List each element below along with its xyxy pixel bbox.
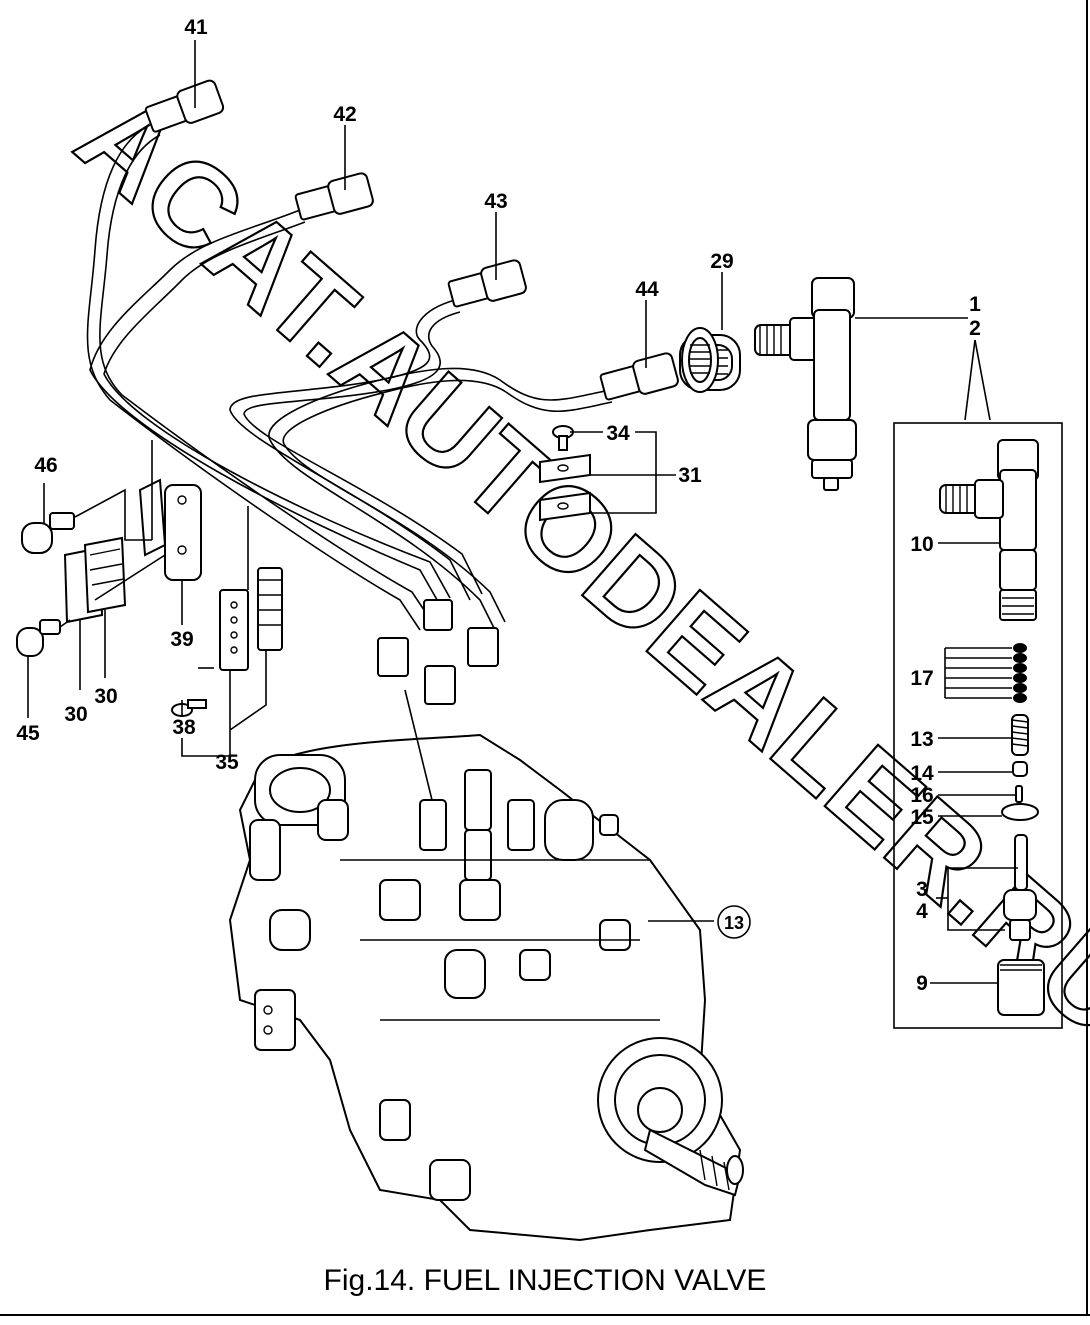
callout-9: 9 — [916, 972, 928, 995]
callout-10: 10 — [910, 533, 933, 556]
callout-17: 17 — [910, 667, 933, 690]
callout-44: 44 — [635, 278, 659, 301]
callout-39: 39 — [170, 628, 193, 651]
callout-4: 4 — [916, 900, 928, 923]
injector-assembly — [679, 277, 857, 491]
callout-45: 45 — [16, 722, 40, 745]
clamp-30 — [63, 536, 127, 624]
exploded-panel — [893, 422, 1063, 1029]
callout-15: 15 — [910, 806, 934, 829]
pipe-clamp-35 — [171, 567, 283, 717]
shim-stack — [1013, 643, 1027, 703]
callout-29: 29 — [710, 250, 733, 273]
callout-13-nozzle-spring: 13 — [910, 728, 933, 751]
callout-30-right: 30 — [94, 685, 117, 708]
callout-2: 2 — [969, 317, 981, 340]
callout-41: 41 — [184, 16, 208, 39]
pipe-nuts-bottom — [377, 599, 499, 705]
bolt-45 — [16, 619, 61, 657]
fuel-pipes — [86, 124, 613, 631]
callout-43: 43 — [484, 190, 507, 213]
callout-35: 35 — [215, 751, 239, 774]
bolt-46 — [21, 512, 75, 554]
callout-circle-13 — [717, 905, 751, 939]
callout-38: 38 — [172, 716, 196, 739]
injection-pump — [228, 733, 744, 1242]
nozzle-holder-part — [681, 327, 719, 393]
callout-13-pump: 13 — [724, 913, 744, 933]
pipe-clamp-31 — [539, 425, 591, 522]
callout-31: 31 — [678, 464, 702, 487]
callout-30-left: 30 — [64, 703, 87, 726]
frame-bottom-border — [0, 1314, 1090, 1316]
callout-labels: 41 42 43 44 29 1 2 34 31 46 10 17 13 14 … — [16, 16, 981, 995]
frame-right-border — [1086, 0, 1088, 1316]
exploded-injector — [939, 439, 1045, 1016]
callout-1: 1 — [969, 293, 981, 316]
callout-3: 3 — [916, 878, 928, 901]
callout-14: 14 — [910, 762, 934, 785]
leader-lines — [27, 40, 1018, 984]
callout-42: 42 — [333, 103, 356, 126]
pipe-nuts-top — [144, 79, 679, 401]
callout-46: 46 — [34, 454, 57, 477]
callout-34: 34 — [606, 422, 630, 445]
callout-16: 16 — [910, 784, 933, 807]
figure-caption: Fig.14. FUEL INJECTION VALVE — [323, 1264, 767, 1297]
